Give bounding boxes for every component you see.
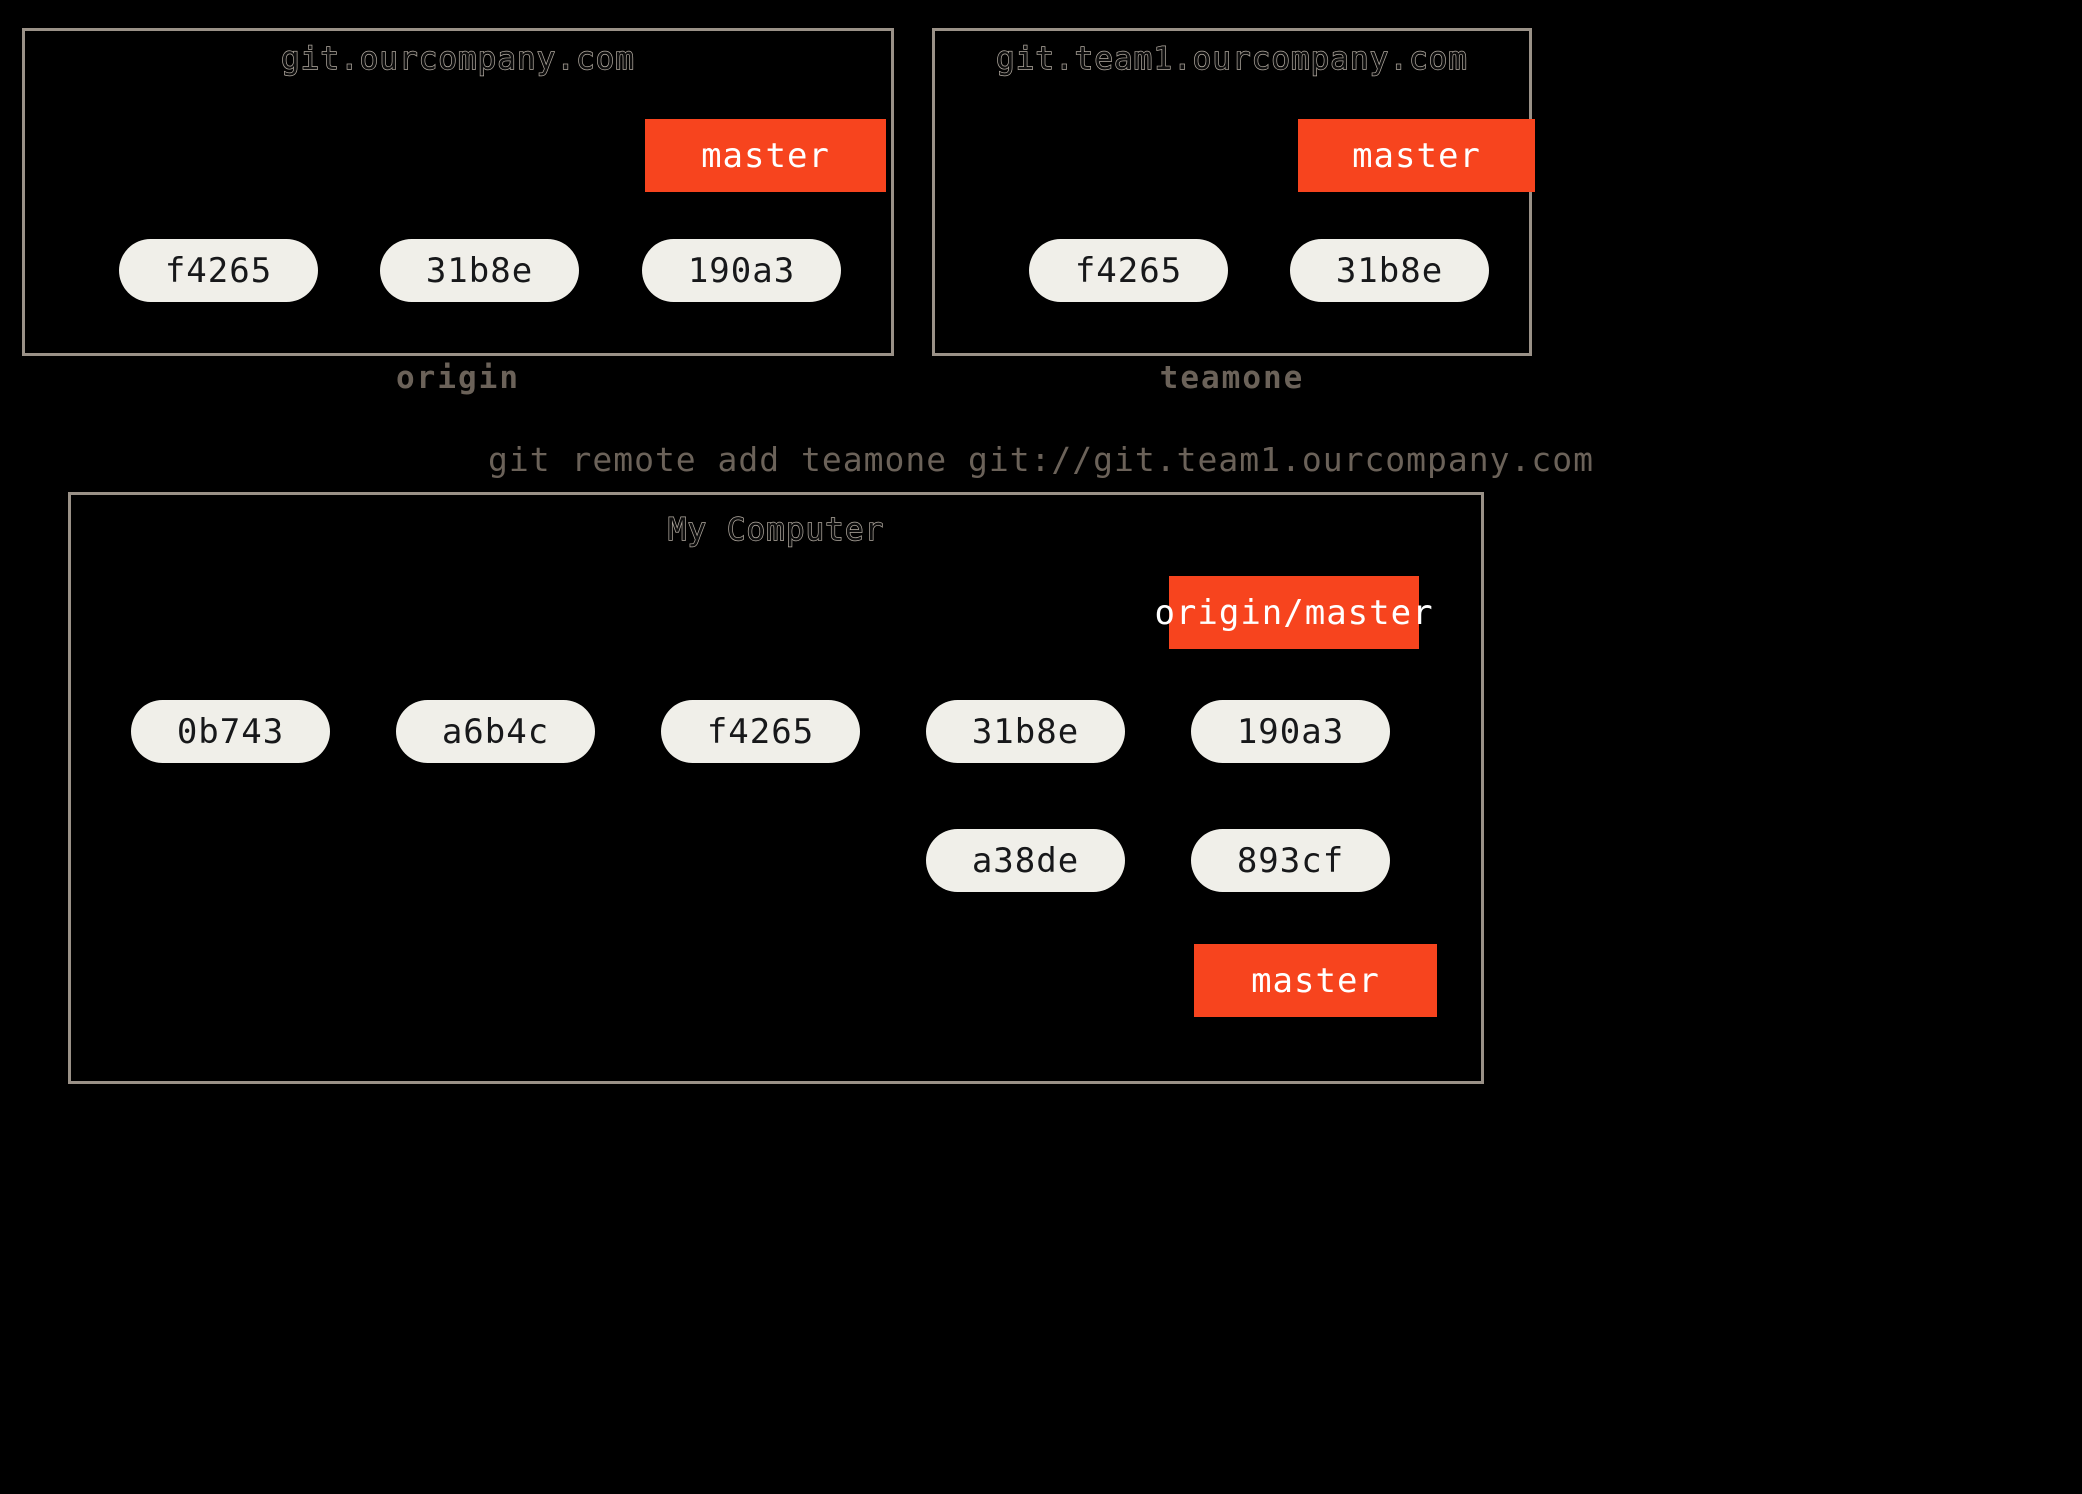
origin-commit-31b8e[interactable]: 31b8e [380, 239, 579, 302]
teamone-branch-master[interactable]: master [1298, 119, 1535, 192]
local-branch-master[interactable]: master [1194, 944, 1437, 1017]
panel-origin: git.ourcompany.com master f4265 31b8e 19… [22, 28, 894, 356]
teamone-commit-31b8e-label: 31b8e [1335, 250, 1444, 291]
teamone-commit-31b8e[interactable]: 31b8e [1290, 239, 1489, 302]
panel-my-computer: My Computer origin/master 0b743 a6b4c f4… [68, 492, 1484, 1084]
local-commit-f4265[interactable]: f4265 [661, 700, 860, 763]
panel-teamone: git.team1.ourcompany.com master f4265 31… [932, 28, 1535, 356]
local-branch-origin-master-label: origin/master [1154, 592, 1434, 633]
teamone-commit-f4265[interactable]: f4265 [1029, 239, 1228, 302]
panel-my-computer-title: My Computer [667, 511, 885, 548]
local-commit-f4265-label: f4265 [706, 711, 815, 752]
local-commit-893cf-label: 893cf [1236, 840, 1345, 881]
teamone-branch-master-label: master [1352, 135, 1481, 176]
panel-origin-title: git.ourcompany.com [280, 40, 635, 77]
local-branch-master-label: master [1251, 960, 1380, 1001]
origin-commit-190a3-label: 190a3 [687, 250, 796, 291]
local-commit-31b8e-label: 31b8e [971, 711, 1080, 752]
origin-commit-31b8e-label: 31b8e [425, 250, 534, 291]
local-commit-a6b4c[interactable]: a6b4c [396, 700, 595, 763]
local-commit-0b743-label: 0b743 [176, 711, 285, 752]
origin-branch-master-label: master [701, 135, 830, 176]
origin-commit-f4265[interactable]: f4265 [119, 239, 318, 302]
teamone-commit-f4265-label: f4265 [1074, 250, 1183, 291]
command-text: git remote add teamone git://git.team1.o… [488, 440, 1594, 479]
origin-branch-master[interactable]: master [645, 119, 886, 192]
local-commit-a38de-label: a38de [971, 840, 1080, 881]
local-commit-190a3[interactable]: 190a3 [1191, 700, 1390, 763]
panel-teamone-title: git.team1.ourcompany.com [995, 40, 1468, 77]
local-commit-a38de[interactable]: a38de [926, 829, 1125, 892]
panel-teamone-label: teamone [1159, 360, 1305, 396]
origin-commit-190a3[interactable]: 190a3 [642, 239, 841, 302]
local-commit-893cf[interactable]: 893cf [1191, 829, 1390, 892]
local-commit-a6b4c-label: a6b4c [441, 711, 550, 752]
panel-origin-label: origin [396, 360, 520, 396]
local-commit-31b8e[interactable]: 31b8e [926, 700, 1125, 763]
local-commit-190a3-label: 190a3 [1236, 711, 1345, 752]
local-commit-0b743[interactable]: 0b743 [131, 700, 330, 763]
origin-commit-f4265-label: f4265 [164, 250, 273, 291]
local-branch-origin-master[interactable]: origin/master [1154, 576, 1433, 649]
